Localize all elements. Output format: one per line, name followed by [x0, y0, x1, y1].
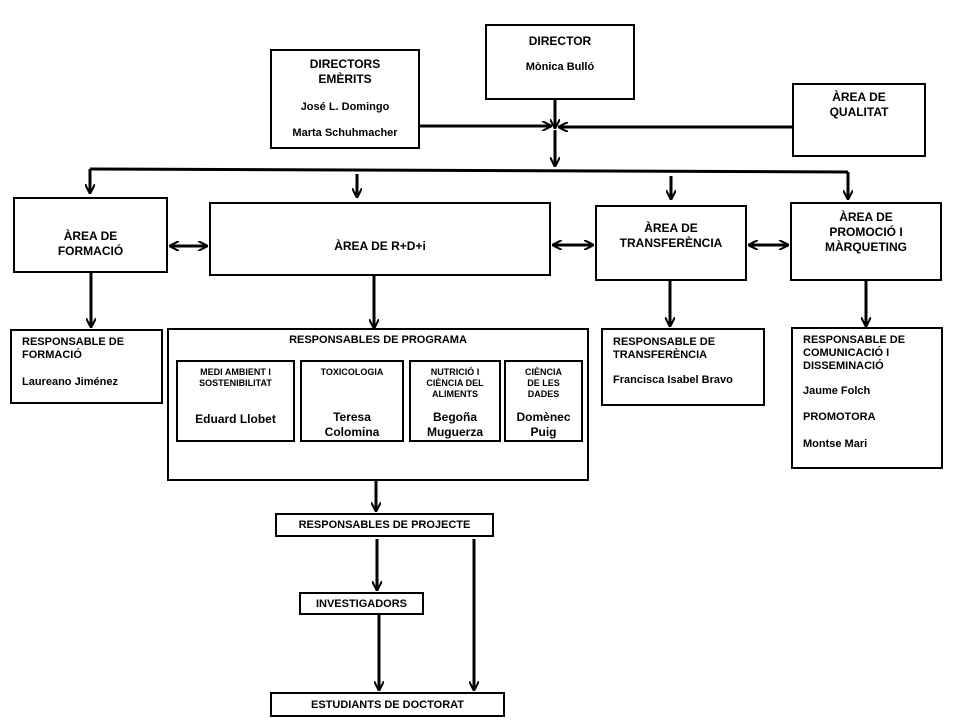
programs-box: RESPONSABLES DE PROGRAMA MEDI AMBIENT I …: [167, 328, 589, 481]
program-nutrition-name: Begoña Muguerza: [426, 410, 483, 439]
rdi-area-title: ÀREA DE R+D+i: [334, 239, 426, 253]
training-area-title: ÀREA DE FORMACIÓ: [57, 229, 124, 258]
training-responsible-title: RESPONSABLE DE FORMACIÓ: [22, 336, 125, 361]
program-nutrition-label: NUTRICIÓ I CIÈNCIA DEL ALIMENTS: [426, 367, 484, 399]
training-area-box: ÀREA DE FORMACIÓ: [13, 197, 168, 273]
program-toxicology: TOXICOLOGIA Teresa Colomina: [300, 360, 404, 442]
phd-students-box: ESTUDIANTS DE DOCTORAT: [270, 692, 505, 717]
transfer-responsible-box: RESPONSABLE DE TRANSFERÈNCIA Francisca I…: [601, 328, 765, 406]
promoter-name: Montse Mari: [803, 438, 868, 450]
bus-line: [89, 167, 849, 174]
transfer-responsible-name: Francisca Isabel Bravo: [613, 374, 733, 386]
director-name: Mònica Bulló: [525, 61, 595, 73]
project-responsibles-box: RESPONSABLES DE PROJECTE: [275, 513, 494, 537]
training-responsible-box: RESPONSABLE DE FORMACIÓ Laureano Jiménez: [10, 329, 163, 404]
program-data-science-name: Domènec Puig: [516, 410, 571, 439]
marketing-responsible-name: Jaume Folch: [803, 385, 871, 397]
project-responsibles-title: RESPONSABLES DE PROJECTE: [298, 519, 471, 531]
promoter-role: PROMOTORA: [803, 411, 876, 423]
program-toxicology-name: Teresa Colomina: [324, 410, 380, 439]
researchers-title: INVESTIGADORS: [315, 598, 408, 610]
marketing-area-box: ÀREA DE PROMOCIÓ I MÀRQUETING: [790, 202, 942, 281]
marketing-area-title: ÀREA DE PROMOCIÓ I MÀRQUETING: [825, 210, 907, 254]
quality-area-title: ÀREA DE QUALITAT: [829, 90, 889, 119]
training-responsible-name: Laureano Jiménez: [22, 376, 118, 388]
director-title: DIRECTOR: [528, 34, 592, 48]
marketing-responsible-box: RESPONSABLE DE COMUNICACIÓ I DISSEMINACI…: [791, 327, 943, 469]
researchers-box: INVESTIGADORS: [299, 592, 424, 615]
quality-area-box: ÀREA DE QUALITAT: [792, 83, 926, 157]
program-data-science-label: CIÈNCIA DE LES DADES: [524, 367, 562, 399]
emeriti-name-2: Marta Schuhmacher: [292, 127, 398, 139]
program-environment: MEDI AMBIENT I SOSTENIBILITAT Eduard Llo…: [176, 360, 295, 442]
transfer-responsible-title: RESPONSABLE DE TRANSFERÈNCIA: [613, 336, 716, 361]
emeriti-box: DIRECTORS EMÈRITS José L. Domingo Marta …: [270, 49, 420, 149]
phd-students-title: ESTUDIANTS DE DOCTORAT: [311, 699, 464, 711]
program-data-science: CIÈNCIA DE LES DADES Domènec Puig: [504, 360, 583, 442]
programs-title: RESPONSABLES DE PROGRAMA: [289, 334, 467, 346]
director-box: DIRECTOR Mònica Bulló: [485, 24, 635, 100]
marketing-responsible-title: RESPONSABLE DE COMUNICACIÓ I DISSEMINACI…: [803, 334, 906, 372]
transfer-area-box: ÀREA DE TRANSFERÈNCIA: [595, 205, 747, 281]
rdi-area-box: ÀREA DE R+D+i: [209, 202, 551, 276]
emeriti-title: DIRECTORS EMÈRITS: [309, 57, 381, 86]
emeriti-name-1: José L. Domingo: [300, 101, 390, 113]
program-environment-name: Eduard Llobet: [195, 412, 276, 426]
program-nutrition: NUTRICIÓ I CIÈNCIA DEL ALIMENTS Begoña M…: [409, 360, 501, 442]
program-toxicology-label: TOXICOLOGIA: [320, 367, 384, 377]
transfer-area-title: ÀREA DE TRANSFERÈNCIA: [619, 221, 723, 250]
program-environment-label: MEDI AMBIENT I SOSTENIBILITAT: [199, 367, 272, 388]
